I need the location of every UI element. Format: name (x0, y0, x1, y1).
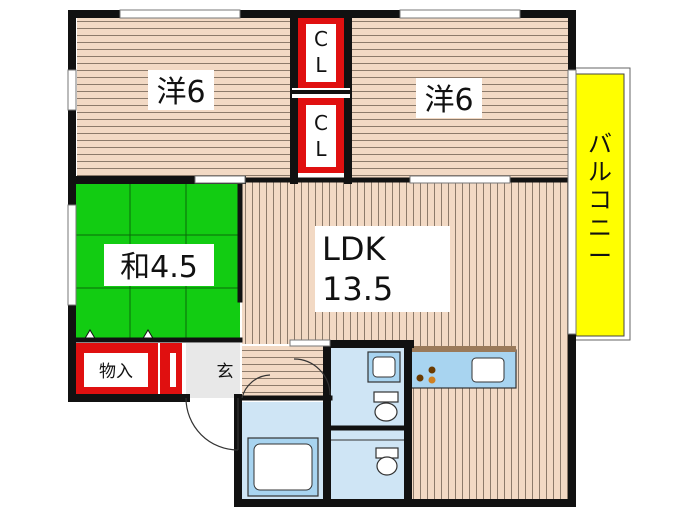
svg-text:LDK: LDK (322, 230, 386, 268)
svg-text:C: C (314, 27, 328, 51)
label-closet-top: C L (314, 27, 328, 77)
svg-text:ー: ー (588, 242, 612, 270)
svg-text:玄: 玄 (217, 362, 234, 382)
entrance (186, 343, 240, 398)
bathtub-icon (247, 437, 319, 497)
svg-text:洋6: 洋6 (424, 83, 473, 118)
label-balcony: バ ル コ ニ ー (588, 130, 612, 270)
svg-text:洋6: 洋6 (156, 75, 205, 110)
svg-text:13.5: 13.5 (322, 270, 393, 308)
label-western-left: 洋6 (148, 70, 214, 110)
label-ldk: LDK 13.5 (315, 226, 450, 312)
label-closet-bottom: C L (314, 111, 328, 161)
toilet-icon-2 (375, 447, 399, 476)
label-entrance: 玄 (217, 362, 234, 382)
svg-text:L: L (315, 137, 327, 161)
label-western-right: 洋6 (416, 78, 482, 118)
svg-text:C: C (314, 111, 328, 135)
svg-text:ニ: ニ (588, 214, 612, 242)
toilet-icon (373, 391, 399, 422)
svg-text:コ: コ (588, 186, 612, 214)
svg-text:ル: ル (588, 158, 612, 186)
label-storage: 物入 (99, 362, 133, 382)
svg-text:和4.5: 和4.5 (120, 250, 198, 285)
kitchen-counter (409, 346, 517, 389)
svg-text:物入: 物入 (99, 362, 133, 382)
label-japanese: 和4.5 (104, 244, 214, 286)
svg-text:L: L (315, 53, 327, 77)
svg-text:バ: バ (588, 130, 612, 158)
